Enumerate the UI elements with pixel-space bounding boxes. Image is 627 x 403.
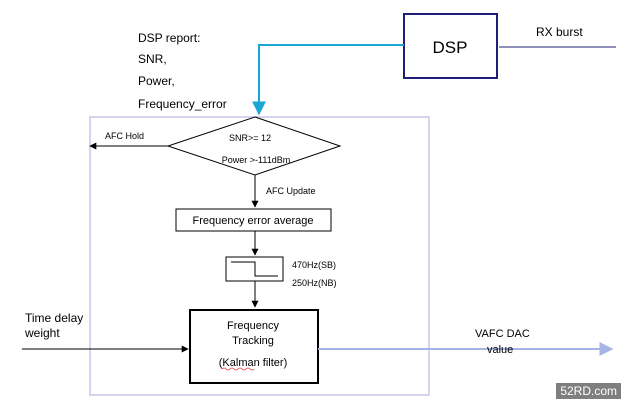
afc-block-container bbox=[89, 116, 430, 396]
weight-label: weight bbox=[24, 326, 60, 340]
afc-hold-label: AFC Hold bbox=[105, 131, 144, 141]
spellcheck-underline bbox=[221, 367, 255, 371]
dsp-report-title: DSP report: bbox=[138, 31, 200, 45]
tracking-label-kalman: (Kalman filter) bbox=[219, 357, 287, 369]
decision-snr-condition: SNR>= 12 bbox=[229, 133, 271, 143]
rx-burst-label: RX burst bbox=[536, 25, 583, 39]
tracking-label-frequency: Frequency bbox=[227, 320, 279, 332]
filter-step-icon bbox=[231, 261, 278, 277]
dsp-report-power: Power, bbox=[138, 74, 175, 88]
dsp-report-link bbox=[252, 44, 404, 116]
filter-bandwidth-nb: 250Hz(NB) bbox=[292, 278, 337, 288]
dsp-block bbox=[403, 13, 498, 79]
snr-power-decision bbox=[166, 116, 342, 176]
decision-power-condition: Power >-111dBm bbox=[222, 155, 290, 165]
frequency-tracking-block bbox=[189, 309, 319, 384]
vafc-value-label: value bbox=[487, 344, 513, 356]
dsp-report-frequency-error: Frequency_error bbox=[138, 97, 227, 111]
dsp-label: DSP bbox=[433, 38, 468, 57]
site-watermark: 52RD.com bbox=[556, 383, 621, 399]
loop-filter-block bbox=[225, 256, 284, 282]
time-delay-label: Time delay bbox=[25, 311, 83, 325]
dsp-report-snr: SNR, bbox=[138, 52, 167, 66]
filter-bandwidth-sb: 470Hz(SB) bbox=[292, 260, 336, 270]
tracking-label-tracking: Tracking bbox=[232, 335, 274, 347]
frequency-error-average-label: Frequency error average bbox=[192, 215, 313, 227]
frequency-error-average-block bbox=[175, 208, 332, 232]
afc-update-label: AFC Update bbox=[266, 186, 316, 196]
vafc-dac-label: VAFC DAC bbox=[475, 328, 530, 340]
